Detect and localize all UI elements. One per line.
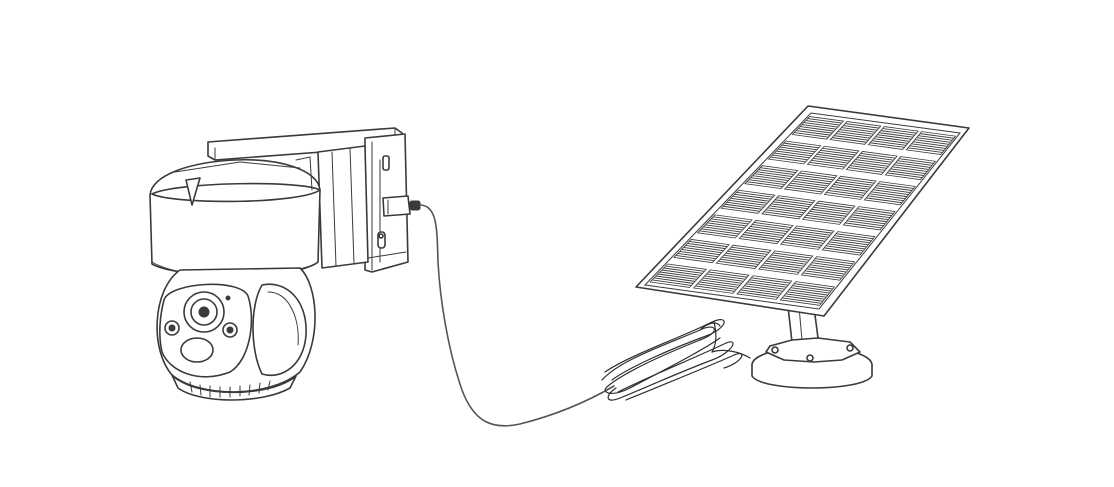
solar-cell: [863, 181, 916, 206]
solar-cell: [744, 165, 799, 189]
wall-mount-bracket: [207, 127, 409, 273]
power-cable: [419, 204, 615, 427]
solar-cell-grid: [649, 116, 957, 306]
solar-cell: [867, 126, 919, 150]
solar-cell: [696, 214, 753, 239]
solar-cell: [783, 170, 838, 195]
solar-panel: [635, 105, 970, 317]
solar-cell: [761, 195, 816, 220]
solar-cell: [800, 256, 856, 281]
solar-cell: [673, 239, 730, 264]
solar-cell: [779, 281, 836, 306]
cable-coil: [601, 319, 751, 401]
solar-cell: [738, 220, 794, 245]
solar-cell: [845, 151, 898, 175]
usb-connector: [382, 195, 421, 217]
solar-cell: [758, 250, 814, 275]
solar-cell: [736, 275, 793, 300]
solar-cell: [649, 263, 708, 288]
solar-cell: [821, 231, 876, 256]
solar-cell: [692, 269, 750, 294]
solar-cell: [780, 225, 835, 250]
solar-cell: [767, 140, 822, 165]
solar-cell: [715, 244, 772, 269]
ptz-camera: [149, 156, 321, 401]
solar-cell: [905, 131, 957, 155]
solar-cell: [801, 200, 856, 225]
solar-cell: [842, 206, 896, 231]
solar-cell: [720, 189, 776, 214]
panel-mount-base: [751, 291, 873, 389]
solar-cell: [829, 121, 882, 145]
solar-cell: [823, 175, 877, 200]
solar-cell: [806, 145, 860, 170]
solar-cell: [884, 156, 937, 181]
solar-cell: [791, 116, 845, 140]
